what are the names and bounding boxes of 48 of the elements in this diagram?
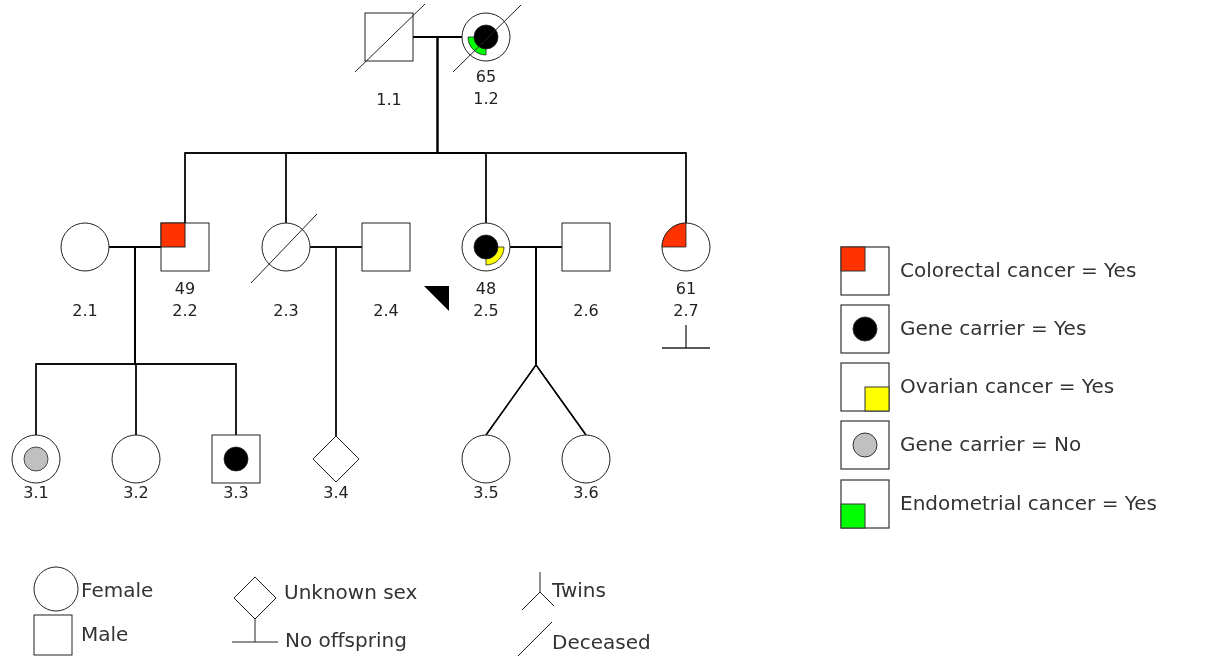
female-symbol: [461, 12, 511, 62]
individual-id: 3.1: [23, 483, 49, 503]
individual-id: 3.2: [123, 483, 149, 503]
legend-label: No offspring: [285, 628, 407, 652]
individual-id: 2.7: [673, 301, 699, 321]
pedigree-line: [335, 246, 363, 437]
female-symbol: [111, 434, 161, 484]
age-label: 48: [475, 279, 497, 299]
pedigree-line: [535, 246, 587, 436]
individual-id: 3.6: [573, 483, 599, 503]
legend-label: Unknown sex: [284, 580, 418, 604]
legend-label: Endometrial cancer = Yes: [900, 491, 1158, 515]
individual-id: 2.6: [573, 301, 599, 321]
age-label: 65: [475, 67, 497, 87]
individual-id: 2.3: [273, 301, 299, 321]
male-symbol: [160, 222, 210, 272]
female-symbol: [261, 222, 311, 272]
age-label: 49: [174, 279, 196, 299]
male-symbol: [361, 222, 411, 272]
unknown-sex-symbol: [311, 434, 361, 484]
female-symbol: [60, 222, 110, 272]
individual-id: 2.4: [373, 301, 399, 321]
legend-label: Twins: [552, 578, 606, 602]
individual-id: 2.5: [473, 301, 499, 321]
individual-id: 3.4: [323, 483, 349, 503]
female-symbol: [661, 222, 711, 272]
legend-label: Gene carrier = No: [900, 432, 1082, 456]
male-symbol: [211, 434, 261, 484]
legend-label: Male: [81, 622, 129, 646]
individual-id: 3.3: [223, 483, 249, 503]
female-symbol: [461, 222, 511, 272]
female-symbol: [561, 434, 611, 484]
individual-id: 2.2: [172, 301, 198, 321]
legend-label: Colorectal cancer = Yes: [900, 258, 1137, 282]
legend-label: Gene carrier = Yes: [900, 316, 1087, 340]
individual-id: 2.1: [72, 301, 98, 321]
pedigree-line: [134, 246, 237, 436]
legend-label: Female: [81, 578, 154, 602]
individual-id: 1.1: [376, 90, 402, 110]
female-symbol: [461, 434, 511, 484]
individual-id: 1.2: [473, 89, 499, 109]
female-symbol: [11, 434, 61, 484]
individual-id: 3.5: [473, 483, 499, 503]
legend-label: Ovarian cancer = Yes: [900, 374, 1115, 398]
legend-label: Deceased: [552, 630, 651, 654]
age-label: 61: [675, 279, 697, 299]
male-symbol: [561, 222, 611, 272]
male-symbol: [364, 12, 414, 62]
